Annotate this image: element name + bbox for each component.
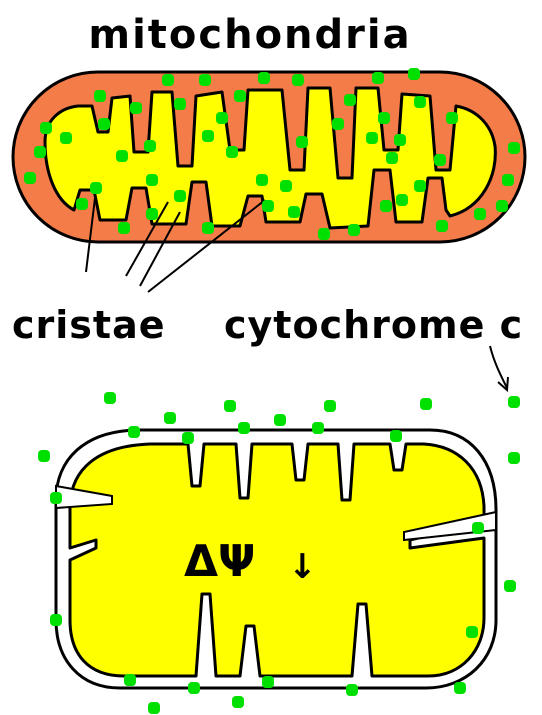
cristae-label: cristae <box>12 303 166 347</box>
cytochrome-c-dot <box>124 674 136 686</box>
cytochrome-c-dot <box>346 684 358 696</box>
title-text: mitochondria <box>88 12 411 58</box>
cytochrome-c-dot <box>502 174 514 186</box>
cytochrome-c-dot <box>24 172 36 184</box>
cytochrome-c-dot <box>50 492 62 504</box>
cytochrome-c-dot <box>148 702 160 714</box>
cytochrome-c-dot <box>508 396 520 408</box>
cytochrome-c-dot <box>262 200 274 212</box>
cytochrome-c-dot <box>288 206 300 218</box>
cytochrome-c-dot <box>174 190 186 202</box>
swollen-matrix <box>70 444 484 676</box>
cytochrome-c-dot <box>390 430 402 442</box>
cytochrome-c-dot <box>216 112 228 124</box>
cytochrome-c-dot <box>396 194 408 206</box>
cytochrome-c-dot <box>366 132 378 144</box>
cytochrome-c-dot <box>144 140 156 152</box>
cytochrome-c-dot <box>146 208 158 220</box>
cytochrome-c-dot <box>472 522 484 534</box>
cytochrome-c-dot <box>256 174 268 186</box>
cytochrome-c-dot <box>90 182 102 194</box>
cytochrome-c-dot <box>344 94 356 106</box>
cytochrome-c-dot <box>146 174 158 186</box>
potential-down-arrow-icon: ↓ <box>288 547 317 587</box>
upper-mitochondrion <box>13 72 525 242</box>
cytochrome-c-dot <box>50 614 62 626</box>
cytochrome-c-dot <box>116 150 128 162</box>
lower-mitochondrion: ΔΨ ↓ <box>56 430 496 688</box>
cytochrome-c-dot <box>60 132 72 144</box>
cytochrome-c-dot <box>280 180 292 192</box>
cytochrome-c-dot <box>98 118 110 130</box>
membrane-potential-label: ΔΨ <box>184 536 255 587</box>
cytochrome-c-dot <box>436 220 448 232</box>
cytochrome-c-dot <box>34 146 46 158</box>
cytochrome-c-dot <box>386 152 398 164</box>
cytochrome-c-dot <box>94 90 106 102</box>
cytochrome-c-dot <box>258 72 270 84</box>
cytochrome-c-dot <box>378 112 390 124</box>
cytochrome-c-dot <box>226 146 238 158</box>
cytochrome-c-dot <box>474 208 486 220</box>
cytochrome-c-dot <box>164 412 176 424</box>
cytochrome-c-dot <box>232 696 244 708</box>
cytochrome-c-dot <box>408 68 420 80</box>
cytochrome-c-dot <box>332 118 344 130</box>
cytochrome-c-dot <box>199 74 211 86</box>
cytochrome-c-dot <box>76 198 88 210</box>
cytochrome-c-dot <box>202 222 214 234</box>
cytochrome-c-dot <box>296 136 308 148</box>
cytochrome-c-dot <box>162 74 174 86</box>
cytochrome-c-dot <box>38 450 50 462</box>
cytochrome-c-dot <box>414 180 426 192</box>
cytochrome-c-dot <box>40 122 52 134</box>
cytochrome-c-dot <box>454 682 466 694</box>
cytochrome-c-dot <box>312 422 324 434</box>
cytochrome-c-dot <box>188 682 200 694</box>
cytochrome-c-dot <box>380 200 392 212</box>
cytochrome-c-dot <box>496 200 508 212</box>
cytochrome-c-dot <box>508 452 520 464</box>
down-arrow-icon <box>490 346 508 390</box>
cytochrome-c-dot <box>372 72 384 84</box>
cytochrome-c-dot <box>182 432 194 444</box>
cytochrome-c-dot <box>118 222 130 234</box>
cytochrome-c-dot <box>466 626 478 638</box>
cytochrome-c-dot <box>446 112 458 124</box>
cytochrome-c-dot <box>128 426 140 438</box>
cytochrome-c-dot <box>234 90 246 102</box>
cytochrome-label: cytochrome c <box>224 303 523 347</box>
cytochrome-c-dot <box>292 74 304 86</box>
cytochrome-c-dot <box>504 580 516 592</box>
cytochrome-c-dot <box>174 98 186 110</box>
cytochrome-c-dot <box>508 142 520 154</box>
cytochrome-c-dot <box>224 400 236 412</box>
cytochrome-c-dot <box>394 134 406 146</box>
cytochrome-c-dot <box>130 102 142 114</box>
cytochrome-c-dot <box>324 400 336 412</box>
cytochrome-c-dot <box>202 130 214 142</box>
cytochrome-c-dot <box>434 154 446 166</box>
cytochrome-c-dot <box>348 224 360 236</box>
cytochrome-c-dot <box>420 398 432 410</box>
cytochrome-c-dot <box>104 392 116 404</box>
cytochrome-c-dot <box>262 676 274 688</box>
cytochrome-c-dot <box>238 422 250 434</box>
cytochrome-c-dot <box>274 414 286 426</box>
cytochrome-c-dot <box>414 96 426 108</box>
cytochrome-c-dot <box>318 228 330 240</box>
